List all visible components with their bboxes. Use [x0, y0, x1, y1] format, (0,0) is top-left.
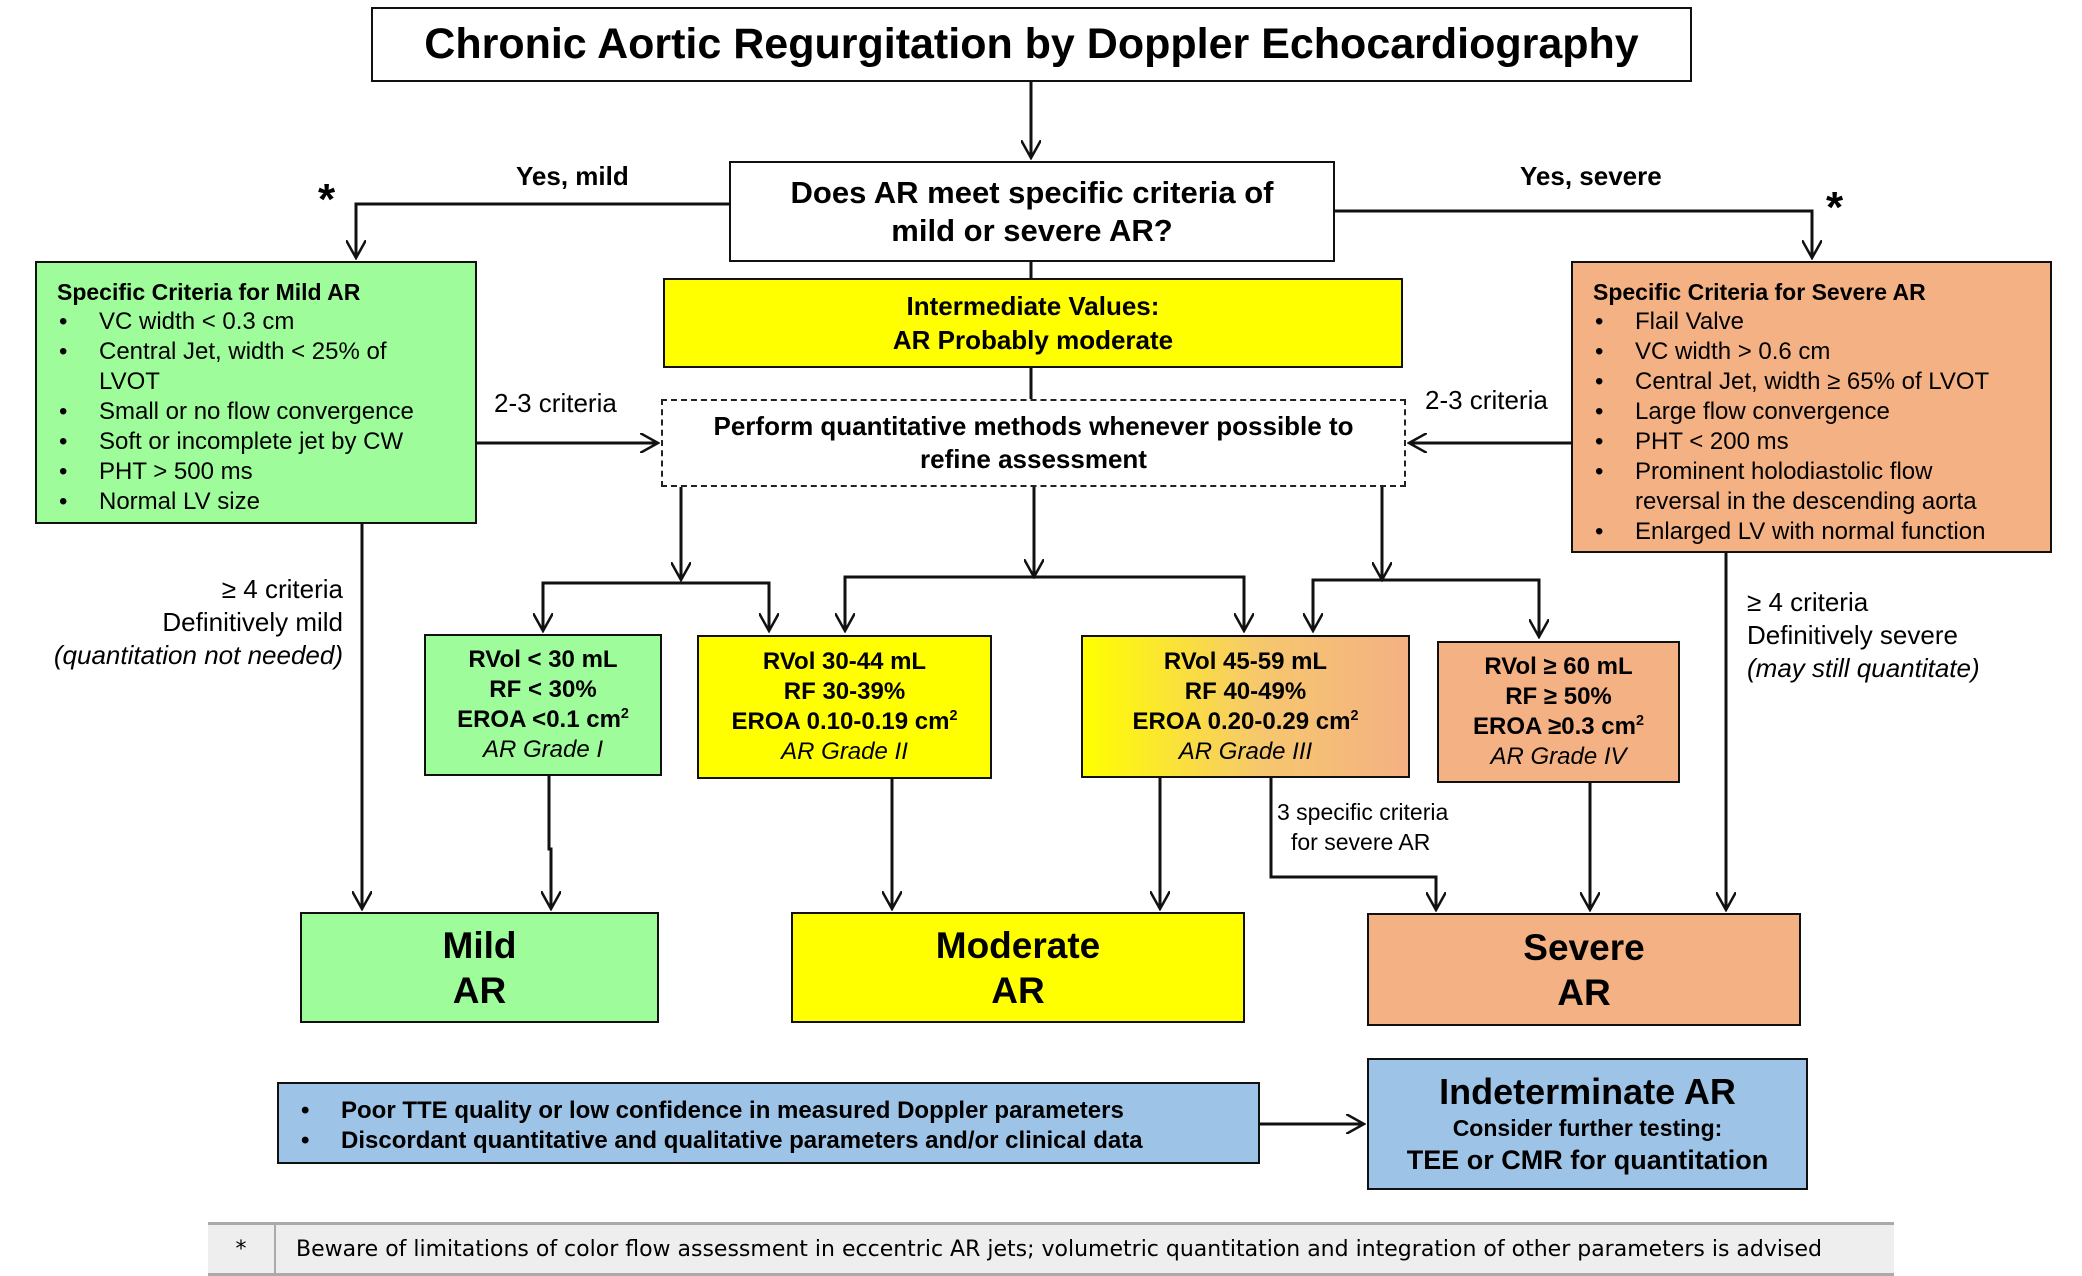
indeterminate-line2: Consider further testing: [1452, 1115, 1723, 1141]
outcome-moderate-ar: Moderate AR [791, 912, 1245, 1023]
severe-criteria-heading: Specific Criteria for Severe AR [1593, 279, 1926, 305]
outcome-mild-ar: Mild AR [300, 912, 659, 1023]
arrow-grade1-to-mild-ar [549, 776, 551, 909]
grade-3-box: RVol 45-59 mL RF 40-49% EROA 0.20-0.29 c… [1081, 635, 1410, 778]
label-mild-2-3-criteria: 2-3 criteria [494, 388, 617, 418]
severe-criteria-list: Flail Valve VC width > 0.6 cm Central Je… [1593, 307, 2030, 547]
asterisk-severe: * [1826, 183, 1844, 232]
quantitative-box: Perform quantitative methods whenever po… [661, 399, 1406, 487]
outcome-severe-ar: Severe AR [1367, 913, 1801, 1026]
asterisk-mild: * [318, 175, 336, 224]
mild-criterion: VC width < 0.3 cm [57, 307, 455, 337]
grade-rvol: RVol 45-59 mL [1163, 647, 1328, 675]
grade-label: AR Grade III [1178, 737, 1313, 765]
severe-4-line3: (may still quantitate) [1747, 653, 1980, 683]
question-box: Does AR meet specific criteria of mild o… [729, 161, 1335, 262]
grade-2-box: RVol 30-44 mL RF 30-39% EROA 0.10-0.19 c… [697, 635, 992, 779]
severe-criterion: Prominent holodiastolic flow reversal in… [1593, 457, 1995, 517]
grade-rf: RF 30-39% [783, 678, 906, 705]
page-title: Chronic Aortic Regurgitation by Doppler … [424, 20, 1639, 68]
label-grade3-severe: 3 specific criteria for severe AR [1277, 797, 1448, 857]
mild-criteria-box: Specific Criteria for Mild AR VC width <… [35, 261, 477, 524]
grade-label: AR Grade I [482, 736, 604, 763]
grade-eroa: EROA 0.20-0.29 cm2 [1132, 707, 1359, 735]
indeterminate-conditions-box: •Poor TTE quality or low confidence in m… [277, 1082, 1260, 1164]
grade-eroa: EROA 0.10-0.19 cm2 [731, 708, 958, 735]
outcome-moderate-line2: AR [991, 969, 1045, 1011]
outcome-severe-line2: AR [1557, 971, 1611, 1013]
mild-criteria-heading: Specific Criteria for Mild AR [57, 279, 361, 305]
mild-criterion: Small or no flow convergence [57, 397, 455, 427]
outcome-severe-line1: Severe [1523, 926, 1645, 968]
grade-eroa: EROA <0.1 cm2 [457, 706, 629, 733]
label-severe-2-3-criteria: 2-3 criteria [1425, 385, 1548, 415]
mild-criterion: Soft or incomplete jet by CW [57, 427, 455, 457]
grade-eroa: EROA ≥0.3 cm2 [1472, 713, 1645, 740]
arrow-to-grade2 [843, 575, 1246, 631]
severe-4-line1: ≥ 4 criteria [1747, 587, 1869, 617]
severe-criterion: PHT < 200 ms [1593, 427, 2030, 457]
grade-4-box: RVol ≥ 60 mL RF ≥ 50% EROA ≥0.3 cm2 AR G… [1437, 641, 1680, 783]
grade3-severe-line2: for severe AR [1291, 829, 1431, 855]
grade-rvol: RVol < 30 mL [468, 646, 618, 673]
outcome-mild-line1: Mild [442, 924, 517, 966]
severe-criteria-box: Specific Criteria for Severe AR Flail Va… [1571, 261, 2052, 553]
mild-4-line2: Definitively mild [162, 607, 343, 637]
severe-criterion: Central Jet, width ≥ 65% of LVOT [1593, 367, 2030, 397]
grade-rf: RF ≥ 50% [1505, 683, 1612, 710]
quantitative-line1: Perform quantitative methods whenever po… [713, 411, 1354, 441]
indeterminate-ar-box: Indeterminate AR Consider further testin… [1367, 1058, 1808, 1190]
intermediate-line2: AR Probably moderate [892, 325, 1174, 355]
footnote-text: Beware of limitations of color flow asse… [296, 1236, 1822, 1262]
intermediate-line1: Intermediate Values: [906, 291, 1160, 321]
arrow-question-to-mild-criteria [356, 202, 729, 258]
grade3-severe-line1: 3 specific criteria [1277, 799, 1449, 825]
indeterminate-condition: •Discordant quantitative and qualitative… [301, 1127, 1143, 1154]
grade-rvol: RVol 30-44 mL [762, 648, 927, 675]
mild-criterion: PHT > 500 ms [57, 457, 455, 487]
mild-criteria-list: VC width < 0.3 cm Central Jet, width < 2… [57, 307, 455, 517]
outcome-moderate-line1: Moderate [935, 924, 1101, 966]
severe-criterion: Enlarged LV with normal function [1593, 517, 2030, 547]
indeterminate-line3: TEE or CMR for quantitation [1406, 1145, 1769, 1175]
arrow-to-grade3 [1311, 578, 1541, 637]
mild-4-line1: ≥ 4 criteria [221, 574, 343, 604]
severe-criterion: Flail Valve [1593, 307, 2030, 337]
indeterminate-condition: •Poor TTE quality or low confidence in m… [301, 1097, 1124, 1124]
label-severe-4-criteria: ≥ 4 criteria Definitively severe (may st… [1747, 586, 1980, 685]
label-yes-mild: Yes, mild [516, 161, 629, 191]
severe-4-line2: Definitively severe [1747, 620, 1958, 650]
intermediate-box: Intermediate Values: AR Probably moderat… [663, 278, 1403, 368]
footnote-symbol: * [208, 1225, 276, 1273]
mild-criterion: Normal LV size [57, 487, 455, 517]
grade-rvol: RVol ≥ 60 mL [1484, 653, 1633, 680]
question-line2: mild or severe AR? [891, 212, 1173, 248]
label-yes-severe: Yes, severe [1520, 161, 1662, 191]
grade-rf: RF < 30% [489, 676, 597, 703]
mild-4-line3: (quantitation not needed) [53, 640, 343, 670]
arrow-question-to-severe-criteria [1335, 209, 1812, 258]
quantitative-line2: refine assessment [920, 444, 1147, 474]
severe-criterion: Large flow convergence [1593, 397, 2030, 427]
title-box: Chronic Aortic Regurgitation by Doppler … [371, 7, 1692, 82]
grade-1-box: RVol < 30 mL RF < 30% EROA <0.1 cm2 AR G… [424, 634, 662, 776]
grade-label: AR Grade II [781, 738, 908, 765]
grade-label: AR Grade IV [1490, 743, 1627, 770]
indeterminate-title: Indeterminate AR [1439, 1071, 1736, 1112]
question-line1: Does AR meet specific criteria of [790, 174, 1274, 210]
mild-criterion: Central Jet, width < 25% of LVOT [57, 337, 429, 397]
grade-rf: RF 40-49% [1184, 677, 1307, 705]
footnote: * Beware of limitations of color flow as… [208, 1222, 1894, 1276]
severe-criterion: VC width > 0.6 cm [1593, 337, 2030, 367]
arrow-to-grade1 [541, 581, 771, 631]
outcome-mild-line2: AR [452, 969, 507, 1011]
label-mild-4-criteria: ≥ 4 criteria Definitively mild (quantita… [54, 573, 343, 672]
